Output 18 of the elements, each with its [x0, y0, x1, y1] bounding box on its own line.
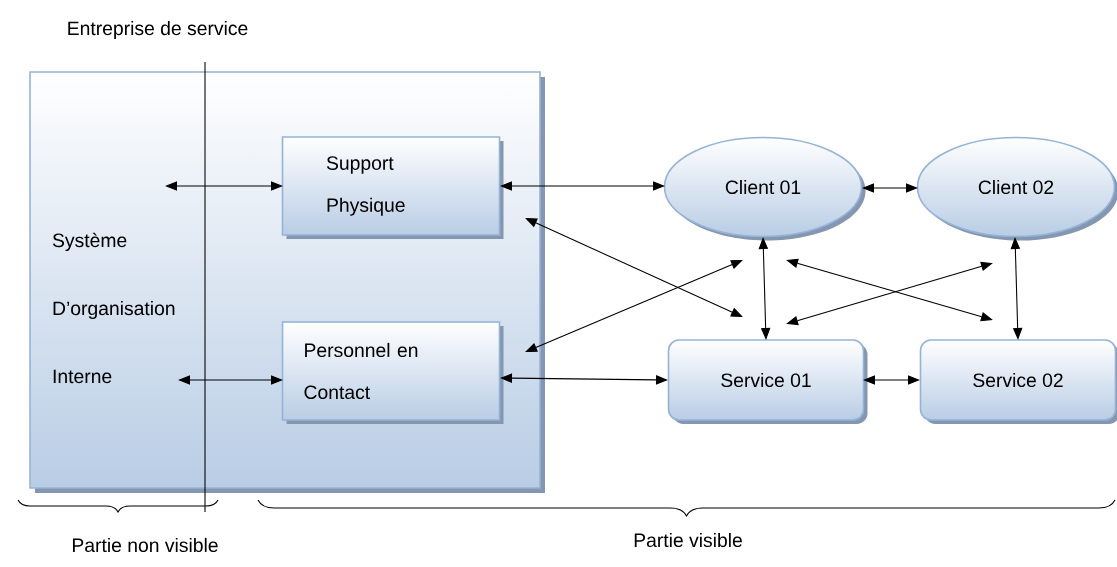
arrow [500, 373, 668, 385]
arrow [862, 183, 918, 193]
arrow [500, 181, 665, 191]
side-text: Système D’organisation Interne [52, 232, 175, 384]
node-label: Entreprise de service [68, 20, 248, 40]
arrow [863, 375, 920, 385]
section-label: Partie non visible [73, 537, 218, 553]
section-label: Partie visible [634, 532, 742, 548]
arrow [178, 375, 283, 385]
arrow [1010, 237, 1023, 340]
process-box: Personnel en Contact [281, 321, 504, 424]
service-box: Service 02 [919, 339, 1117, 424]
arrow [758, 237, 771, 340]
arrow [525, 260, 743, 352]
service-box: Service 01 [667, 339, 868, 424]
arrow [525, 218, 743, 317]
process-box: Support Physique [281, 136, 504, 239]
arrow [165, 181, 283, 191]
